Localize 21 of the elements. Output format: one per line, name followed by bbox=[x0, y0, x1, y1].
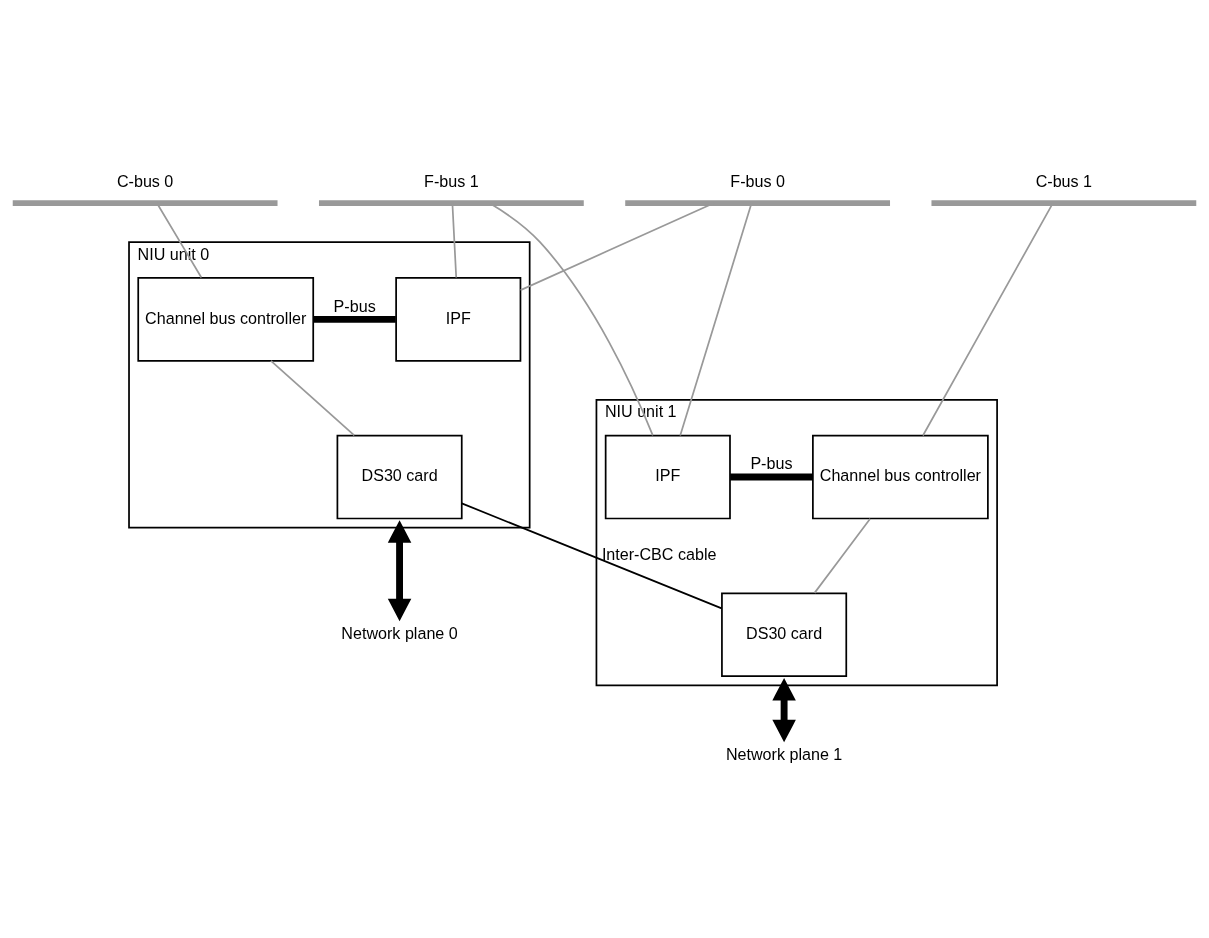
node-box: IPF bbox=[395, 277, 522, 362]
arrow bbox=[387, 520, 412, 622]
edge-label: Inter-CBC cable bbox=[601, 545, 717, 564]
node-box: DS30 card bbox=[336, 434, 463, 520]
connector bbox=[270, 360, 356, 437]
connector bbox=[460, 502, 723, 610]
node-box: DS30 card bbox=[721, 592, 848, 678]
arrow bbox=[772, 678, 796, 743]
connector bbox=[730, 473, 813, 481]
connector bbox=[813, 517, 871, 594]
node-text: F-bus 1 bbox=[424, 171, 479, 190]
node-box: Channel bus controller bbox=[812, 434, 989, 520]
node-text: Network plane 1 bbox=[725, 744, 843, 763]
node-box: IPF bbox=[604, 434, 731, 520]
edge-label: P-bus bbox=[333, 296, 376, 315]
node-text: C-bus 1 bbox=[1035, 171, 1093, 190]
node-box: Channel bus controller bbox=[137, 277, 315, 362]
node-text: F-bus 0 bbox=[730, 171, 785, 190]
node-text: Network plane 0 bbox=[341, 624, 458, 643]
node-text: C-bus 0 bbox=[116, 171, 174, 190]
edge-label: P-bus bbox=[750, 454, 793, 473]
